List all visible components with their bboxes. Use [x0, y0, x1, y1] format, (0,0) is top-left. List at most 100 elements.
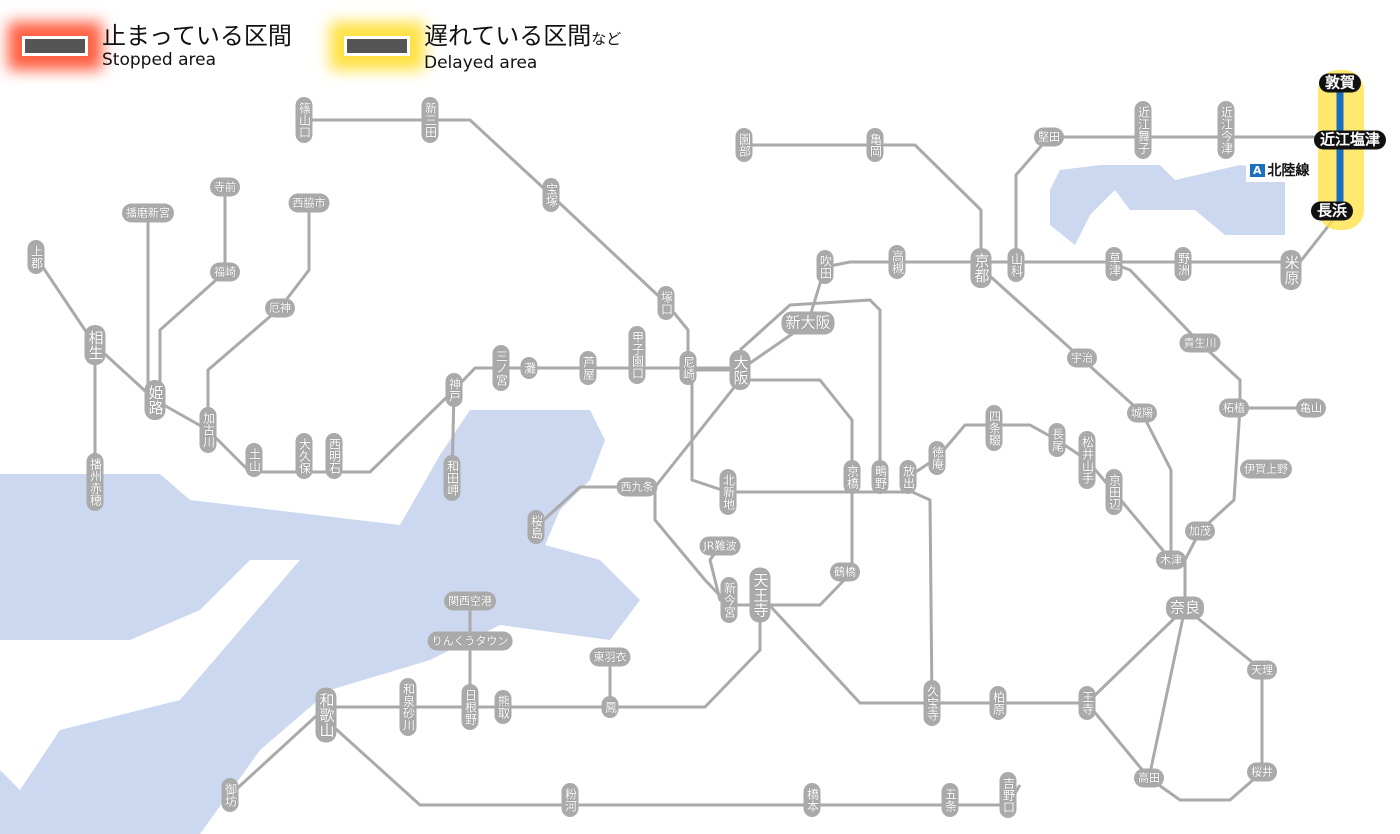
rail-line[interactable] [1147, 607, 1187, 779]
station-label[interactable]: 大阪 [729, 350, 751, 390]
station-label[interactable]: 西九条 [616, 477, 658, 497]
station-label[interactable]: 米原 [1280, 250, 1302, 290]
station-label[interactable]: 新大阪 [781, 311, 835, 335]
rail-line[interactable] [738, 298, 882, 477]
station-label[interactable]: 宇治 [1067, 348, 1097, 368]
station-label[interactable]: 熊取 [494, 690, 512, 724]
station-label[interactable]: 徳庵 [928, 441, 946, 475]
station-label[interactable]: 宝塚 [542, 178, 560, 212]
station-label[interactable]: 貴生川 [1179, 333, 1221, 353]
station-label[interactable]: 新三田 [421, 97, 439, 143]
rail-line[interactable] [1014, 135, 1340, 265]
station-label[interactable]: 天王寺 [749, 567, 771, 623]
station-label[interactable]: 近江塩津 [1313, 130, 1387, 150]
station-label[interactable]: 加古川 [199, 407, 217, 453]
rail-line[interactable] [653, 378, 854, 607]
station-label[interactable]: 篠山口 [295, 97, 313, 143]
station-label[interactable]: 高槻 [888, 245, 906, 279]
station-label[interactable]: 天理 [1247, 660, 1277, 680]
station-label[interactable]: 敦賀 [1318, 73, 1362, 93]
station-label[interactable]: 亀岡 [866, 128, 884, 162]
station-label[interactable]: 和泉砂川 [399, 678, 417, 736]
station-label[interactable]: 城陽 [1127, 403, 1157, 423]
station-label[interactable]: 橋本 [803, 783, 821, 817]
rail-line[interactable] [326, 595, 762, 709]
hokuriku-line-label[interactable]: A 北陸線 [1246, 158, 1314, 182]
station-label[interactable]: 加茂 [1185, 521, 1215, 541]
station-label[interactable]: 厄神 [265, 298, 295, 318]
station-label[interactable]: 園部 [735, 128, 753, 162]
station-label[interactable]: 草津 [1105, 247, 1123, 281]
station-label[interactable]: 姫路 [144, 380, 166, 420]
station-label[interactable]: 京田辺 [1105, 469, 1123, 515]
station-label[interactable]: 北新地 [719, 469, 737, 515]
station-label[interactable]: 灘 [520, 357, 538, 379]
station-label[interactable]: 鴫野 [871, 460, 889, 494]
station-label[interactable]: 放出 [899, 460, 917, 494]
station-label[interactable]: 甲子園口 [628, 326, 646, 384]
station-label[interactable]: 亀山 [1296, 398, 1326, 418]
rail-line[interactable] [744, 143, 983, 262]
station-label[interactable]: 福崎 [210, 262, 240, 282]
station-label[interactable]: 王寺 [1078, 686, 1096, 720]
station-label[interactable]: 柘植 [1219, 398, 1249, 418]
station-label[interactable]: 播州赤穂 [86, 453, 104, 511]
station-label[interactable]: 奈良 [1165, 596, 1205, 620]
rail-line[interactable] [324, 718, 1022, 807]
station-label[interactable]: 京都 [970, 248, 992, 288]
station-label[interactable]: 京橋 [843, 460, 861, 494]
station-label[interactable]: 野洲 [1174, 247, 1192, 281]
station-label[interactable]: 吉野口 [999, 772, 1017, 818]
station-label[interactable]: 大久保 [295, 433, 313, 479]
rail-line[interactable] [979, 266, 1173, 560]
station-label[interactable]: 長尾 [1048, 423, 1066, 457]
station-label[interactable]: 吹田 [816, 250, 834, 284]
station-label[interactable]: 寺前 [210, 177, 240, 197]
station-label[interactable]: 塚口 [657, 286, 675, 320]
station-label[interactable]: 五条 [941, 783, 959, 817]
station-label[interactable]: 桜島 [527, 510, 545, 544]
station-label[interactable]: 柏原 [989, 686, 1007, 720]
station-label[interactable]: 和田岬 [443, 455, 461, 501]
station-label[interactable]: 和歌山 [315, 687, 337, 743]
station-label[interactable]: 御坊 [221, 778, 239, 812]
rail-line[interactable] [907, 423, 1173, 561]
station-label[interactable]: りんくうタウン [427, 631, 513, 651]
station-label[interactable]: 四条畷 [985, 405, 1003, 451]
rail-line[interactable] [206, 203, 311, 430]
station-label[interactable]: 相生 [84, 325, 106, 365]
rail-line[interactable] [758, 593, 1264, 802]
station-label[interactable]: 西脇市 [288, 193, 330, 213]
station-label[interactable]: 鶴橋 [830, 562, 860, 582]
station-label[interactable]: 桜井 [1247, 762, 1277, 782]
station-label[interactable]: 松井山手 [1078, 431, 1096, 489]
rail-line[interactable] [304, 118, 690, 368]
station-label[interactable]: 木津 [1156, 550, 1186, 570]
rail-line[interactable] [690, 368, 908, 494]
station-label[interactable]: 新今宮 [720, 577, 738, 623]
station-label[interactable]: 土山 [245, 443, 263, 477]
station-label[interactable]: 播磨新宮 [122, 203, 174, 223]
station-label[interactable]: 芦屋 [579, 351, 597, 385]
station-label[interactable]: 久宝寺 [923, 680, 941, 726]
station-label[interactable]: 長浜 [1310, 201, 1354, 221]
station-label[interactable]: 粉河 [561, 783, 579, 817]
station-label[interactable]: 伊賀上野 [1240, 459, 1292, 479]
station-label[interactable]: 鳳 [601, 696, 619, 718]
station-label[interactable]: JR難波 [699, 536, 741, 556]
station-label[interactable]: 高田 [1134, 768, 1164, 788]
station-label[interactable]: 上郡 [27, 240, 45, 274]
rail-line[interactable] [158, 187, 227, 400]
rail-line[interactable] [34, 256, 209, 432]
station-label[interactable]: 堅田 [1034, 127, 1064, 147]
station-label[interactable]: 三ノ宮 [492, 345, 510, 391]
station-label[interactable]: 西明石 [325, 433, 343, 479]
station-label[interactable]: 東羽衣 [589, 647, 631, 667]
station-label[interactable]: 関西空港 [444, 591, 496, 611]
station-label[interactable]: 近江今津 [1217, 101, 1235, 159]
rail-line[interactable] [228, 705, 328, 797]
station-label[interactable]: 山科 [1007, 248, 1025, 282]
rail-line[interactable] [907, 488, 934, 704]
station-label[interactable]: 日根野 [461, 684, 479, 730]
station-label[interactable]: 尼崎 [679, 351, 697, 385]
